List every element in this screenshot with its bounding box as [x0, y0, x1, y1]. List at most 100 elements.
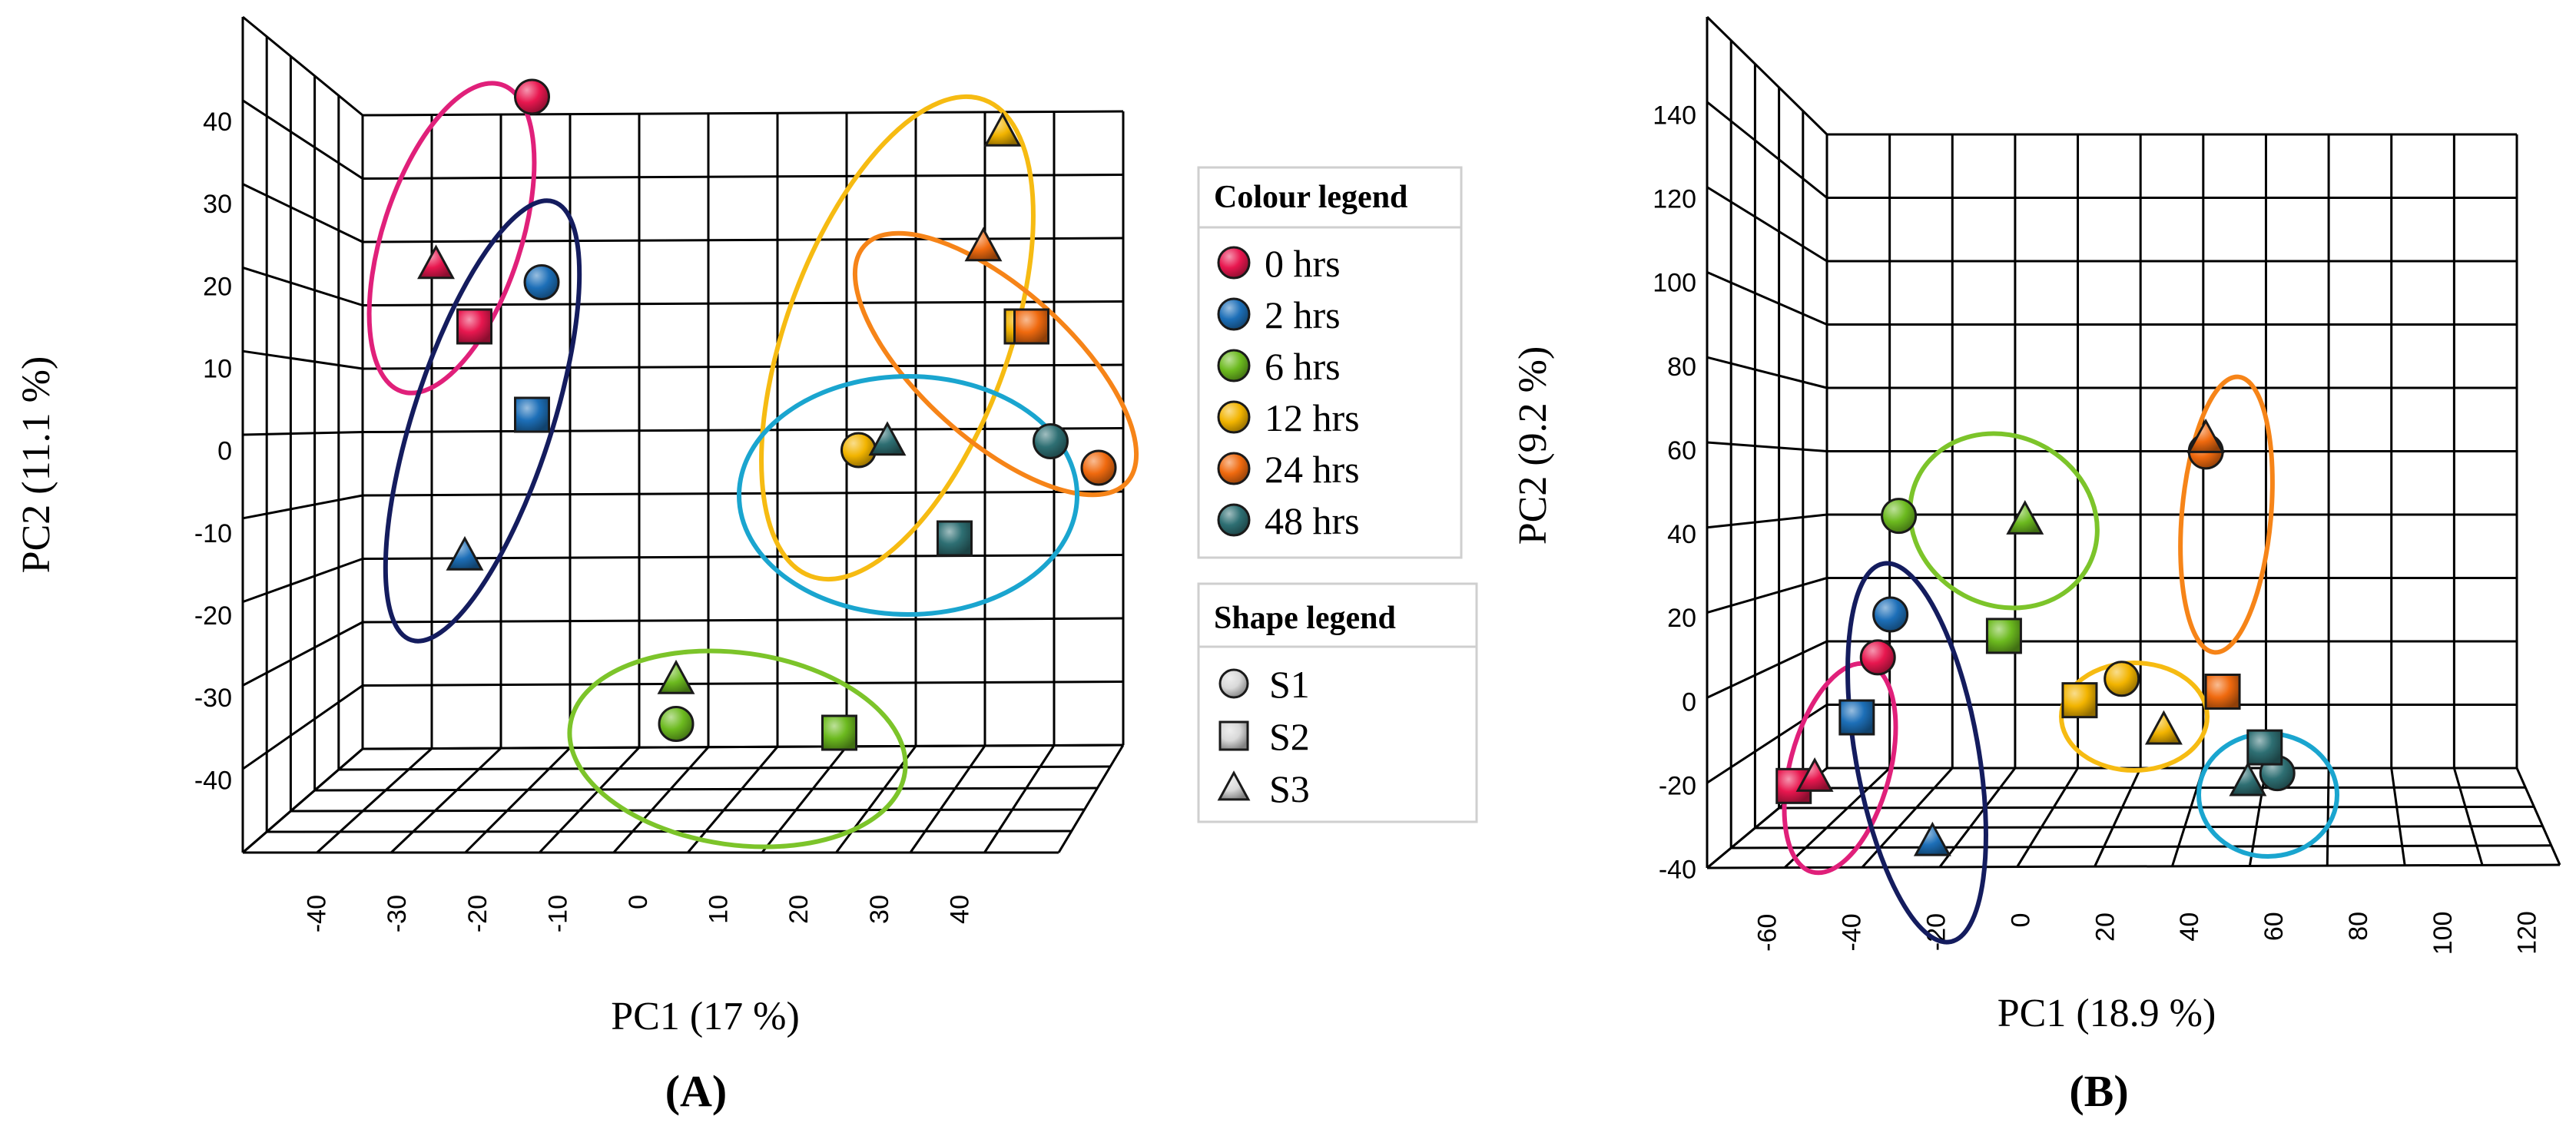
- data-point: [2104, 661, 2140, 697]
- legend-label: 6 hrs: [1265, 345, 1341, 388]
- x-tick-label: 40: [2175, 912, 2204, 942]
- panel-b-label: (B): [2069, 1066, 2128, 1116]
- legend-label: S1: [1269, 663, 1310, 706]
- y-tick-label: 0: [1682, 687, 1696, 717]
- data-point: [2144, 710, 2183, 745]
- data-point: [446, 535, 484, 571]
- y-tick-label: 100: [1653, 269, 1696, 298]
- cluster-ellipse: [2178, 374, 2275, 655]
- legend-shape: [1217, 770, 1251, 801]
- colour-legend-item: 0 hrs: [1217, 242, 1341, 285]
- data-point: [1872, 596, 1909, 633]
- legend-swatch: [1217, 349, 1251, 383]
- data-point: [1881, 498, 1918, 535]
- y-tick-label: 30: [203, 190, 232, 219]
- cluster-ellipse: [759, 94, 1036, 582]
- x-tick-label: 120: [2513, 911, 2542, 955]
- legend-label: 12 hrs: [1265, 396, 1360, 439]
- legend-swatch: [1217, 503, 1251, 537]
- legend-label: S3: [1269, 767, 1310, 810]
- data-point: [417, 244, 455, 280]
- legend-swatch: [1217, 400, 1251, 434]
- panel-a-cluster-ellipses: [366, 81, 1139, 849]
- colour-legend-item: 12 hrs: [1217, 396, 1360, 439]
- x-tick-label: 20: [784, 895, 814, 924]
- panel-b-y-axis-title: PC2 (9.2 %): [1511, 346, 1555, 545]
- y-tick-label: 0: [217, 437, 232, 466]
- x-tick-label: 100: [2428, 912, 2458, 955]
- y-tick-label: 80: [1667, 353, 1696, 382]
- data-point: [523, 264, 560, 300]
- data-point: [2061, 682, 2098, 719]
- x-tick-label: -40: [1838, 913, 1867, 951]
- legend-swatch: [1217, 246, 1251, 280]
- x-tick-label: 0: [624, 895, 653, 909]
- x-tick-label: 20: [2090, 912, 2120, 942]
- legend-shape: [1218, 720, 1249, 751]
- legend-swatch: [1217, 297, 1251, 331]
- x-tick-label: -20: [463, 895, 492, 932]
- x-tick-label: -30: [383, 895, 412, 932]
- y-tick-label: -20: [1659, 772, 1696, 801]
- data-point: [2186, 418, 2225, 453]
- cluster-ellipse: [737, 374, 1079, 617]
- legend-swatch: [1217, 452, 1251, 485]
- shape-legend-item: S3: [1217, 767, 1310, 810]
- data-point: [658, 706, 695, 742]
- y-tick-label: -20: [194, 601, 232, 631]
- y-tick-label: 140: [1653, 101, 1696, 130]
- legend-shape: [1218, 668, 1249, 699]
- x-tick-label: 0: [2006, 913, 2035, 928]
- colour-legend-item: 24 hrs: [1217, 448, 1360, 491]
- y-tick-label: 120: [1653, 185, 1696, 214]
- colour-legend-item: 6 hrs: [1217, 345, 1341, 388]
- data-point: [983, 111, 1022, 147]
- y-tick-label: 40: [1667, 520, 1696, 549]
- legend-label: S2: [1269, 715, 1310, 758]
- cluster-ellipse: [1845, 561, 1988, 945]
- y-tick-label: 60: [1667, 436, 1696, 465]
- data-point: [1033, 423, 1069, 459]
- cluster-ellipse: [2059, 661, 2210, 773]
- x-tick-label: -60: [1753, 914, 1782, 952]
- cluster-ellipse: [383, 198, 582, 644]
- panel-b-data-points: [1775, 418, 2296, 856]
- cluster-ellipse: [852, 230, 1139, 498]
- y-tick-label: -40: [194, 766, 232, 795]
- panel-a-y-axis-title: PC2 (11.1 %): [15, 356, 58, 574]
- panel-a-data-points: [417, 78, 1117, 751]
- shape-legend-item: S2: [1218, 715, 1310, 758]
- data-point: [840, 432, 877, 469]
- panel-a-x-axis-title: PC1 (17 %): [611, 995, 800, 1038]
- cluster-ellipse: [1908, 431, 2100, 611]
- data-point: [657, 659, 695, 694]
- data-point: [964, 227, 1003, 262]
- data-point: [1913, 821, 1951, 856]
- panel-a-grid: [241, 15, 1125, 854]
- panel-b-grid: [1706, 15, 2561, 869]
- data-point: [1985, 618, 2022, 654]
- x-tick-label: 40: [945, 895, 974, 924]
- x-tick-label: 60: [2259, 912, 2289, 941]
- shape-legend-box: [1197, 582, 1478, 823]
- shape-legend-item: S1: [1218, 663, 1310, 706]
- y-tick-label: -10: [194, 519, 232, 548]
- data-point: [1838, 699, 1875, 736]
- y-tick-label: 40: [203, 108, 232, 137]
- colour-legend-item: 2 hrs: [1217, 293, 1341, 336]
- x-tick-label: 80: [2344, 912, 2373, 941]
- data-point: [2204, 674, 2241, 710]
- data-point: [937, 520, 973, 557]
- x-tick-label: -10: [543, 895, 572, 932]
- cluster-ellipse: [366, 81, 537, 396]
